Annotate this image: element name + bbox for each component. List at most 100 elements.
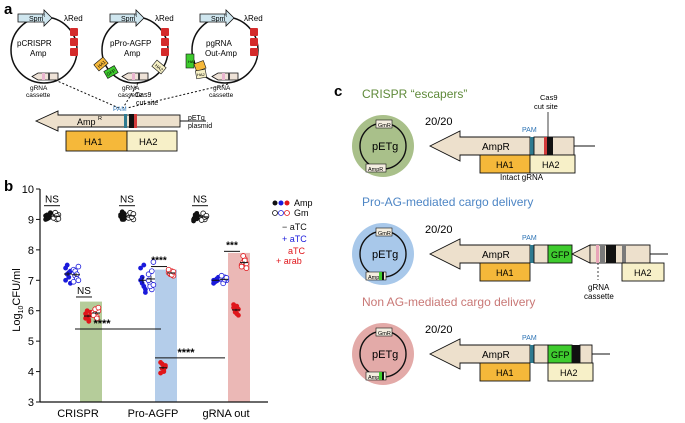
gfp-label: GFP — [551, 250, 570, 260]
svg-text:HA2: HA2 — [139, 137, 157, 148]
svg-text:HA1: HA1 — [97, 59, 107, 69]
targeting-lines — [54, 79, 229, 109]
y-tick-label: 4 — [28, 367, 34, 379]
ha2-label: HA2 — [542, 160, 560, 170]
svg-text:R: R — [42, 13, 46, 18]
data-point — [149, 268, 155, 274]
panel-label-a: a — [4, 1, 13, 18]
svg-text:pgRNA: pgRNA — [206, 39, 232, 48]
y-tick-label: 10 — [22, 184, 34, 196]
cas9-label: Cas9 — [540, 93, 558, 102]
data-point — [119, 209, 125, 215]
ampr-label: Amp — [77, 117, 96, 127]
svg-text:gRNA: gRNA — [213, 85, 231, 92]
plasmid-ppro-agfp: Spm R λRed pPro-AGFP Amp HA1 GFP HA2 gRN… — [93, 9, 174, 99]
data-point — [143, 290, 148, 295]
data-point — [55, 216, 62, 222]
count-label: 20/20 — [425, 324, 453, 336]
data-point — [66, 274, 72, 280]
cassette-label: cassette — [584, 292, 614, 301]
legend-amp-marker-3 — [284, 200, 290, 206]
legend-no-atc: − aTC — [282, 222, 307, 232]
svg-text:R: R — [98, 116, 102, 122]
svg-text:λRed: λRed — [244, 14, 263, 23]
y-tick-label: 5 — [28, 336, 34, 348]
data-point — [139, 280, 145, 286]
ha2-label: HA2 — [560, 368, 578, 378]
svg-text:cassette: cassette — [26, 92, 51, 99]
x-tick-label: Pro-AGFP — [128, 408, 179, 420]
data-point — [159, 361, 165, 367]
cut-site-label: cut site — [534, 102, 558, 111]
svg-text:gRNA: gRNA — [30, 85, 48, 92]
intact-grna-label: Intact gRNA — [500, 173, 544, 182]
svg-text:R: R — [134, 13, 138, 18]
significance-label: NS — [193, 195, 207, 206]
row-title: Non AG-mediated cargo delivery — [362, 295, 535, 309]
target-construct: Amp R PAM Cas9 cut site pETg plasmid HA1… — [34, 92, 212, 152]
x-tick-label: gRNA out — [202, 408, 249, 420]
data-point — [232, 309, 238, 315]
cell-halo — [352, 323, 414, 385]
data-point — [163, 364, 168, 370]
ha1-label: HA1 — [496, 268, 514, 278]
svg-text:gRNA: gRNA — [122, 85, 140, 92]
data-point — [150, 282, 157, 288]
panel-c: CRISPR “escapers”pETgGmRAmpR20/20AmpRPAM… — [352, 87, 668, 385]
gm-label: GmR — [378, 331, 391, 337]
svg-text:HA2: HA2 — [154, 63, 164, 73]
plasmid-name: pETg — [372, 349, 398, 361]
svg-text:HA2: HA2 — [197, 72, 206, 77]
data-point — [203, 212, 210, 219]
svg-text:Spm: Spm — [211, 16, 226, 23]
bar — [80, 301, 102, 402]
data-point — [218, 272, 225, 279]
cell-halo — [352, 115, 414, 177]
svg-text:Spm: Spm — [121, 16, 136, 23]
svg-text:HA1: HA1 — [84, 137, 102, 148]
legend-amp-marker-1 — [272, 200, 278, 206]
ha1-label: HA1 — [496, 160, 514, 170]
chart-legend: Amp Gm − aTC + aTC aTC + arab — [272, 198, 313, 266]
data-point — [130, 211, 137, 217]
svg-text:pETg: pETg — [188, 115, 205, 122]
significance-label: **** — [93, 318, 111, 330]
gfp-label: GFP — [551, 350, 570, 360]
spm-label: Spm — [29, 16, 44, 23]
svg-text:cassette: cassette — [209, 92, 234, 99]
amp-label: AmpR — [368, 275, 383, 281]
plasmid-pcrispr: Spm R λRed pCRISPR Amp gRNA cassette — [10, 9, 83, 99]
bar — [228, 252, 250, 402]
lambda-red-label: λRed — [64, 14, 83, 23]
legend-gm: Gm — [294, 208, 309, 218]
panel-label-b: b — [4, 178, 13, 195]
amp-label: AmpR — [368, 167, 383, 173]
row-title: Pro-AG-mediated cargo delivery — [362, 195, 533, 209]
panel-c-row-2: Pro-AG-mediated cargo deliverypETgGmRAmp… — [352, 195, 668, 301]
svg-text:pPro-AGFP: pPro-AGFP — [110, 39, 151, 48]
data-point — [243, 265, 250, 271]
svg-text:Out-Amp: Out-Amp — [205, 49, 238, 58]
svg-text:plasmid: plasmid — [188, 123, 212, 130]
significance-label: **** — [151, 256, 167, 267]
data-point — [94, 315, 100, 322]
legend-atc-arab-1: aTC — [288, 246, 306, 256]
svg-text:HA1: HA1 — [188, 59, 197, 64]
significance-label: **** — [177, 347, 195, 359]
panel-label-c: c — [334, 83, 342, 100]
data-point — [141, 262, 147, 268]
y-tick-label: 3 — [28, 397, 34, 409]
legend-atc: + aTC — [282, 234, 307, 244]
y-axis-label: Log10CFU/ml — [11, 268, 25, 331]
significance-label: *** — [226, 240, 238, 251]
data-point — [64, 262, 70, 268]
y-tick-label: 8 — [28, 245, 34, 257]
data-point — [70, 279, 77, 285]
pam-label: PAM — [522, 235, 537, 242]
plasmid-pgrna-out: Spm R λRed pgRNA Out-Amp HA1 HA2 gRNA ca… — [185, 9, 263, 99]
gm-label: GmR — [378, 231, 391, 237]
ampr-gene-label: AmpR — [482, 250, 510, 261]
